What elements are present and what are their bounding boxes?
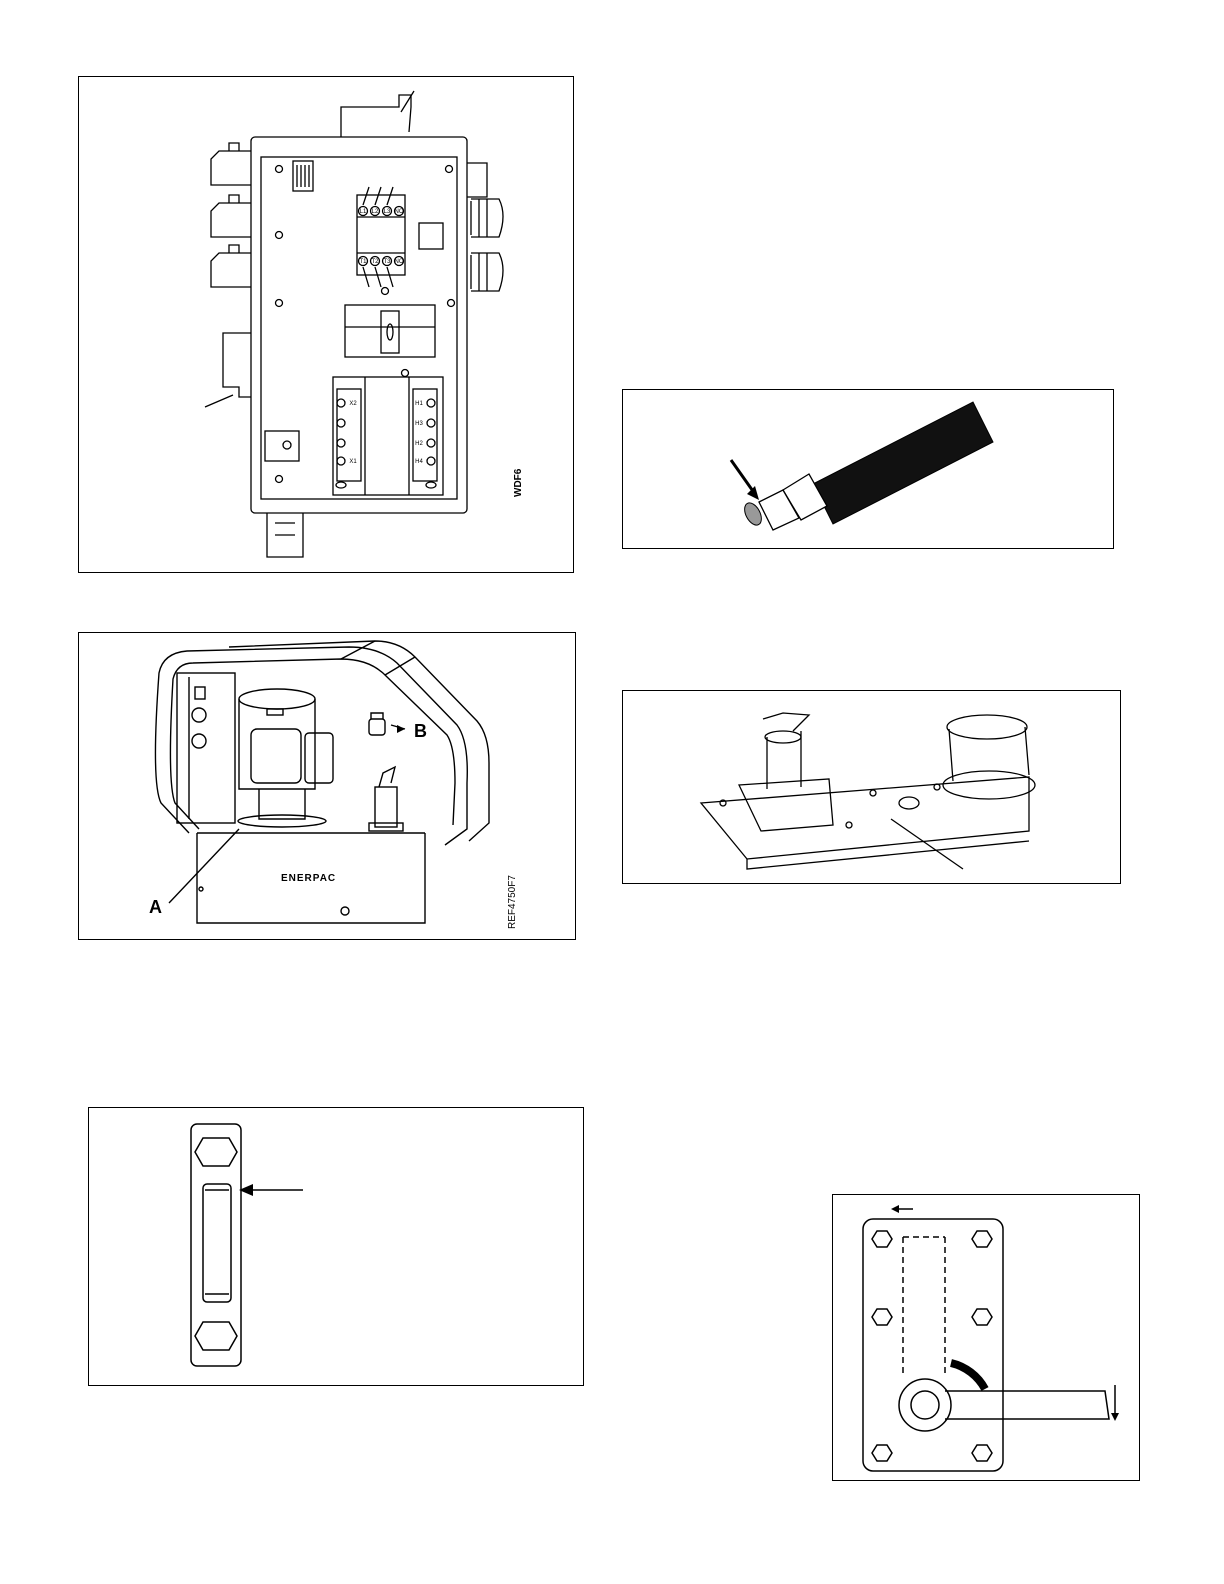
figure-hose-fitting bbox=[622, 389, 1114, 549]
terminal-h4: H4 bbox=[415, 459, 423, 465]
terminal-top-no: NO bbox=[395, 209, 404, 215]
terminal-h2: H2 bbox=[415, 441, 423, 447]
terminal-top-l2: L2 bbox=[372, 209, 379, 215]
terminal-top-l1: L1 bbox=[360, 209, 367, 215]
callout-a: A bbox=[149, 897, 162, 917]
valve-base-drawing bbox=[623, 691, 1121, 884]
callout-b: B bbox=[414, 721, 427, 741]
terminal-x2: X2 bbox=[349, 401, 357, 407]
terminal-x1: X1 bbox=[349, 459, 357, 465]
figure-sight-glass bbox=[88, 1107, 584, 1386]
valve-handle-drawing bbox=[833, 1195, 1140, 1481]
figure-wiring-panel: L1 L2 L3 NO T1 T2 T3 NO X2 X1 H1 H3 H2 H… bbox=[78, 76, 574, 573]
terminal-top-l3: L3 bbox=[384, 209, 391, 215]
figure-code-wdf6: WDF6 bbox=[513, 468, 524, 497]
terminal-h1: H1 bbox=[415, 401, 423, 407]
hose-fitting-drawing bbox=[623, 390, 1114, 549]
terminal-bottom-t1: T1 bbox=[359, 259, 367, 265]
figure-code-ref4750f7: REF4750F7 bbox=[507, 875, 518, 929]
brand-logo: ENERPAC bbox=[281, 873, 336, 884]
terminal-bottom-t2: T2 bbox=[371, 259, 379, 265]
terminal-bottom-no: NO bbox=[395, 259, 404, 265]
pump-overview-drawing: A B ENERPAC REF4750F7 bbox=[79, 633, 576, 940]
wiring-panel-drawing: L1 L2 L3 NO T1 T2 T3 NO X2 X1 H1 H3 H2 H… bbox=[79, 77, 574, 573]
figure-valve-handle bbox=[832, 1194, 1140, 1481]
sight-glass-drawing bbox=[89, 1108, 584, 1386]
terminal-h3: H3 bbox=[415, 421, 423, 427]
figure-pump-overview: A B ENERPAC REF4750F7 bbox=[78, 632, 576, 940]
figure-valve-base bbox=[622, 690, 1121, 884]
terminal-bottom-t3: T3 bbox=[383, 259, 391, 265]
